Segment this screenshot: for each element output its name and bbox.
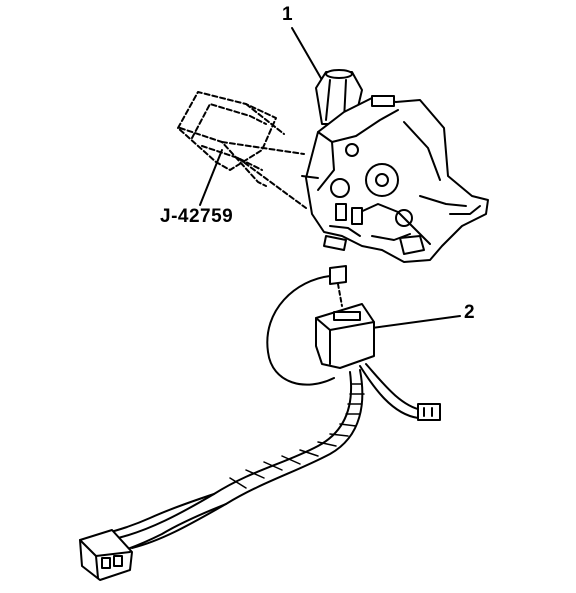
side-connector: [417, 403, 441, 421]
side-wire-2: [365, 363, 423, 411]
end-connector: [79, 529, 133, 581]
leader-line-2: [371, 315, 461, 329]
callout-label-1: 1: [282, 4, 293, 25]
leader-line-1: [291, 27, 323, 81]
callout-label-2: 2: [464, 302, 475, 323]
tool-label: J-42759: [160, 206, 234, 227]
switch-housing: [301, 95, 489, 263]
side-wire: [359, 365, 419, 419]
control-module: [315, 303, 375, 369]
leader-line-tool: [199, 149, 223, 206]
housing-connector: [329, 265, 347, 307]
wire-loop: [266, 275, 335, 386]
tool-j42759: [177, 91, 307, 209]
main-harness: [103, 369, 365, 553]
